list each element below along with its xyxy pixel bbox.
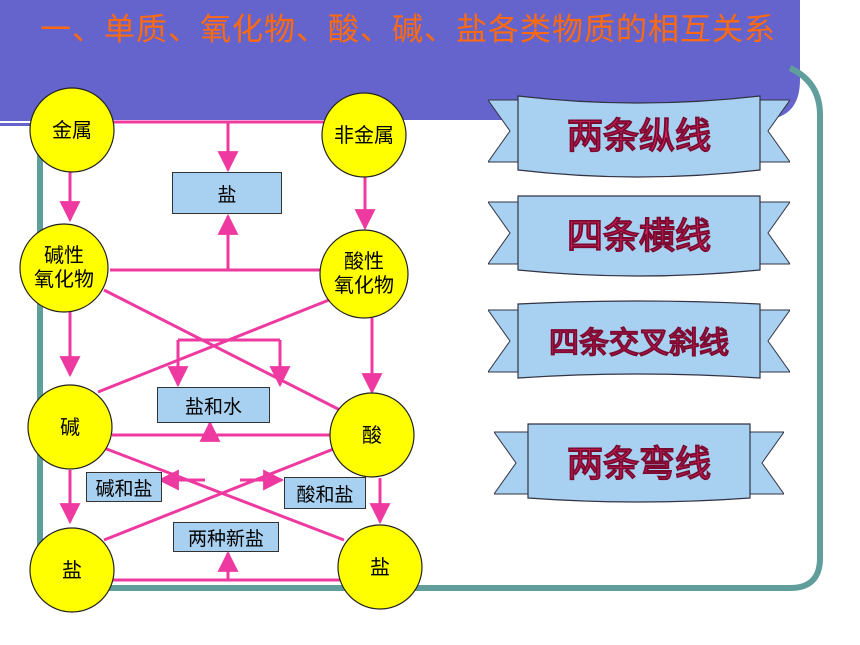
box-two-new-salts: 两种新盐 <box>173 522 279 552</box>
label-acidic-oxide-1: 酸性 <box>344 249 384 273</box>
diag-acidic-oxide-base <box>97 296 335 394</box>
ribbon-text-4: 两条弯线 <box>567 443 711 485</box>
node-metal <box>29 87 115 173</box>
diag-basic-oxide-acid <box>103 288 341 412</box>
node-nonmetal <box>321 92 407 178</box>
node-base <box>27 384 113 470</box>
label-acid: 酸 <box>362 423 382 447</box>
label-salt-right: 盐 <box>370 555 390 579</box>
node-salt-right <box>337 524 423 610</box>
node-acidic-oxide <box>319 229 409 319</box>
box-salt-and-water: 盐和水 <box>157 387 270 423</box>
diag-acid-salt-left <box>103 446 337 542</box>
ribbon-text-2: 四条横线 <box>567 215 711 257</box>
label-salt-left: 盐 <box>62 558 82 582</box>
ribbon-four-cross-lines: 四条交叉斜线 <box>488 300 790 379</box>
box-acid-and-salt: 酸和盐 <box>284 477 366 509</box>
page-title: 一、单质、氧化物、酸、碱、盐各类物质的相互关系 <box>40 12 776 48</box>
label-metal: 金属 <box>52 118 92 142</box>
box-base-and-salt: 碱和盐 <box>86 472 162 502</box>
ribbon-two-vertical-lines: 两条纵线 <box>488 95 790 178</box>
label-nonmetal: 非金属 <box>334 123 394 147</box>
label-basic-oxide-1: 碱性 <box>44 243 84 267</box>
label-basic-oxide-2: 氧化物 <box>34 267 94 291</box>
ribbon-text-3: 四条交叉斜线 <box>549 326 729 361</box>
ribbon-two-curved-lines: 两条弯线 <box>494 423 784 503</box>
node-basic-oxide <box>19 223 109 313</box>
ribbon-four-horizontal-lines: 四条横线 <box>488 195 790 277</box>
label-acidic-oxide-2: 氧化物 <box>334 273 394 297</box>
label-base: 碱 <box>60 415 80 439</box>
ribbon-text-1: 两条纵线 <box>567 115 711 157</box>
node-acid <box>329 392 415 478</box>
box-salt: 盐 <box>172 172 282 214</box>
node-salt-left <box>29 527 115 613</box>
